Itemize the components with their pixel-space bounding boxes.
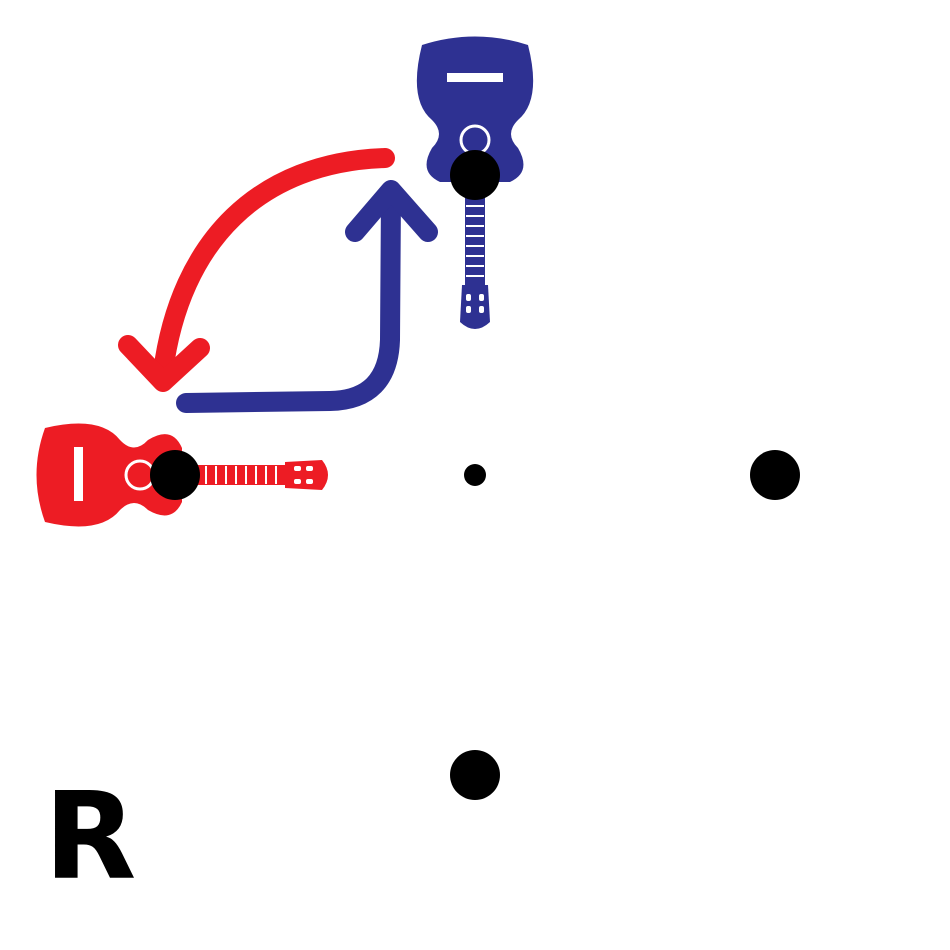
guitar-top-head — [460, 285, 490, 329]
arrow-top-to-left — [118, 148, 395, 392]
guitar-left — [36, 423, 328, 527]
guitar-left-head — [285, 460, 328, 490]
guitar-top — [416, 36, 534, 329]
dot-bottom — [450, 750, 500, 800]
guitar-left-frets — [195, 466, 277, 484]
guitar-left-body — [36, 423, 182, 527]
corner-label: R — [44, 768, 137, 907]
dot-top — [450, 150, 500, 200]
guitar-top-pegs — [466, 294, 484, 313]
guitar-left-pegs — [294, 466, 313, 484]
guitar-top-body — [416, 36, 534, 182]
guitar-top-bridge — [447, 73, 503, 82]
dot-left — [150, 450, 200, 500]
guitar-top-neck — [465, 182, 485, 287]
dot-right — [750, 450, 800, 500]
dot-center — [464, 464, 486, 486]
guitar-left-neck — [182, 465, 287, 485]
arrow-left-to-top — [176, 180, 438, 413]
guitar-left-bridge — [74, 447, 83, 501]
